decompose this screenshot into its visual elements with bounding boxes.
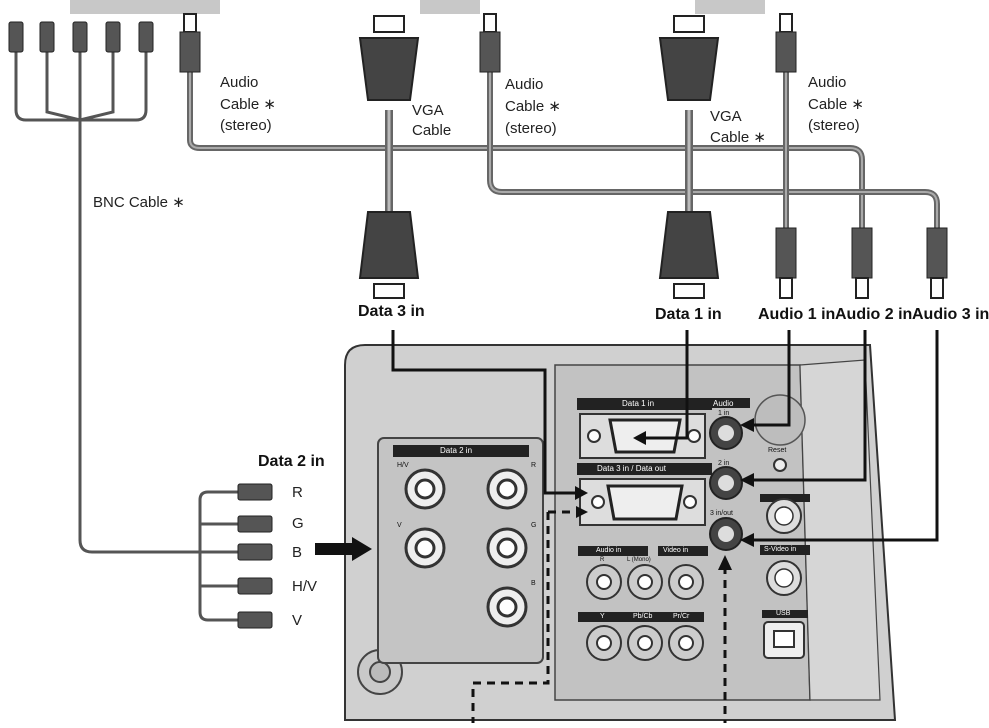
bnc-plug-b-label: B [292,544,303,561]
audio-in-r-jack[interactable] [586,564,622,600]
audio-cable-right-line2: Cable ∗ [808,96,864,113]
panel-video-in-label: Video in [663,547,689,554]
data3-in-label: Data 3 in [358,303,425,320]
bnc-plug-r-label: R [292,484,303,501]
data3-vga-port[interactable] [606,484,684,521]
audio-cable-mid-line1: Audio [505,76,544,93]
audio-cable-left-line1: Audio [220,74,259,91]
audio-cable-left-line2: Cable ∗ [220,96,276,113]
bnc-plugs-side [237,483,273,629]
panel-bnc-hv: H/V [397,462,409,469]
bnc-jack-v[interactable] [404,527,446,569]
panel-bnc-b: B [531,580,536,587]
audio-3-jack[interactable] [709,517,743,551]
bnc-plugs-top [8,21,154,53]
panel-audio-label: Audio [713,399,734,408]
vga-cable-right-line2: Cable ∗ [710,129,766,146]
audio-in-l-jack[interactable] [627,564,663,600]
vga-cable-right-line1: VGA [710,108,742,125]
panel-bnc-g: G [531,522,537,529]
bnc-plug-hv-label: H/V [292,578,318,595]
arrowheads [315,418,754,561]
panel-l-mono-label: L (Mono) [627,557,651,563]
audio-cable-mid-line2: Cable ∗ [505,98,561,115]
audio-cable-mid-line3: (stereo) [505,120,557,137]
data1-in-label: Data 1 in [655,306,722,323]
panel-r-label: R [600,557,605,563]
projector-rear-panel [344,344,897,721]
bnc-plug-v-label: V [292,612,303,629]
component-y-jack[interactable] [586,625,622,661]
panel-y-label: Y [600,613,605,620]
header-tab-right [695,0,765,14]
bnc-jack-r[interactable] [486,468,528,510]
component-pr-jack[interactable] [668,625,704,661]
panel-data2-label: Data 2 in [440,446,473,455]
component-pb-jack[interactable] [627,625,663,661]
bnc-plug-g-label: G [292,515,304,532]
audio-2-jack[interactable] [709,466,743,500]
bnc-bundle-bottom [78,490,240,622]
audio2-in-label: Audio 2 in [835,306,913,323]
audio1-in-label: Audio 1 in [758,306,836,323]
vga-cable-left-line2: Cable [412,122,452,139]
audio-plug-bottoms [775,227,948,299]
reset-button[interactable] [773,458,787,472]
panel-svideo-in-label: S-Video in [764,546,797,553]
svideo-port-2[interactable] [766,560,802,596]
audio-cable-right-line3: (stereo) [808,117,860,134]
audio-1-jack[interactable] [709,416,743,450]
audio3-in-label: Audio 3 in [912,306,989,323]
data2-in-label: Data 2 in [258,453,325,470]
bnc-jack-g[interactable] [486,527,528,569]
audio-cable-left-line3: (stereo) [220,117,272,134]
vga-connectors [358,15,720,299]
panel-audio-1in: 1 in [718,410,730,417]
panel-bnc-r: R [531,462,537,469]
panel-bnc-v: V [397,522,402,529]
audio-cable-right-line1: Audio [808,74,847,91]
bnc-jack-b[interactable] [486,586,528,628]
bnc-bundle-top [14,50,148,540]
video-in-jack[interactable] [668,564,704,600]
panel-data1-label: Data 1 in [622,399,655,408]
panel-audio-3inout: 3 in/out [710,510,733,517]
panel-reset-label: Reset [768,447,787,454]
header-tab-mid [420,0,480,14]
panel-audio-2in: 2 in [718,460,730,467]
vga-cable-left-line1: VGA [412,102,444,119]
panel-data3-label: Data 3 in / Data out [597,464,666,473]
panel-audio-in-label: Audio in [596,547,622,554]
bnc-cable-label: BNC Cable ∗ [93,194,185,211]
panel-pr-label: Pr/Cr [673,613,690,620]
svideo-port-1[interactable] [766,498,802,534]
bnc-jack-hv[interactable] [404,468,446,510]
panel-usb-label: USB [776,610,791,617]
panel-pb-label: Pb/Cb [633,613,653,620]
dashed-lines [471,510,727,723]
connection-lines [391,330,939,542]
audio-plug-tops [179,13,797,73]
header-tab-left [70,0,220,14]
